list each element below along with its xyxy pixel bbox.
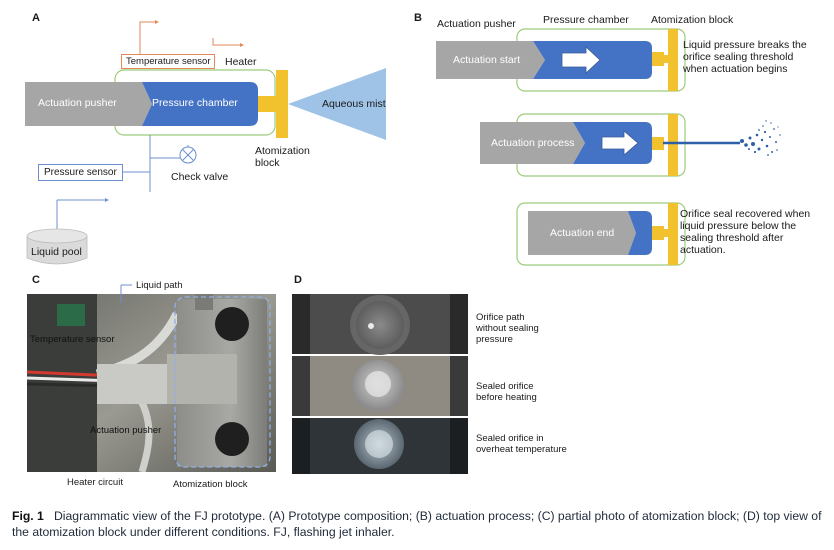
aqueous-mist-label: Aqueous mist	[322, 98, 386, 110]
pressure-sensor-label: Pressure sensor	[38, 164, 123, 181]
b-header-block: Atomization block	[651, 14, 734, 26]
heater-label: Heater	[225, 56, 257, 68]
heater-circuit-label: Heater circuit	[67, 477, 123, 488]
b-header-chamber: Pressure chamber	[543, 14, 629, 26]
pressure-chamber-shape	[142, 82, 258, 126]
figure-number: Fig. 1	[12, 509, 44, 523]
actuation-pusher-shape	[25, 82, 152, 126]
liquid-path-label: Liquid path	[136, 280, 183, 291]
c-temperature-sensor-label: Temperature sensor	[30, 334, 115, 345]
atomization-block-photo	[27, 294, 276, 472]
panel-d-photos	[292, 294, 468, 474]
panel-a-letter: A	[32, 12, 40, 24]
panel-a-diagram	[25, 20, 386, 265]
check-valve-label: Check valve	[171, 171, 229, 183]
b-end-label: Actuation end	[550, 227, 615, 239]
b-header-pusher: Actuation pusher	[437, 18, 516, 30]
liquid-pool-label: Liquid pool	[31, 246, 82, 258]
liquid-pool-shape	[26, 228, 88, 244]
panel-b-diagram	[436, 28, 781, 266]
panel-b-letter: B	[414, 12, 422, 24]
b-start-arrow-icon	[561, 46, 601, 74]
figure-caption-text: Diagrammatic view of the FJ prototype. (…	[12, 509, 822, 539]
aqueous-mist-shape	[288, 68, 386, 140]
b-start-label: Actuation start	[453, 54, 521, 66]
b-process-arrow-icon	[601, 130, 639, 156]
c-actuation-pusher-label: Actuation pusher	[90, 425, 162, 436]
pressure-chamber-label: Pressure chamber	[152, 97, 238, 109]
panel-c-photo	[27, 294, 276, 472]
b-spray-droplets	[740, 120, 781, 156]
temperature-sensor-label: Temperature sensor	[121, 54, 216, 69]
b-process-label: Actuation process	[491, 137, 575, 149]
panel-d-letter: D	[294, 274, 302, 286]
actuation-pusher-label: Actuation pusher	[38, 97, 117, 109]
panel-c-letter: C	[32, 274, 40, 286]
c-atomization-block-label: Atomization block	[173, 479, 248, 490]
atomization-block-shape	[276, 70, 288, 138]
figure-caption: Fig. 1 Diagrammatic view of the FJ proto…	[12, 508, 824, 540]
